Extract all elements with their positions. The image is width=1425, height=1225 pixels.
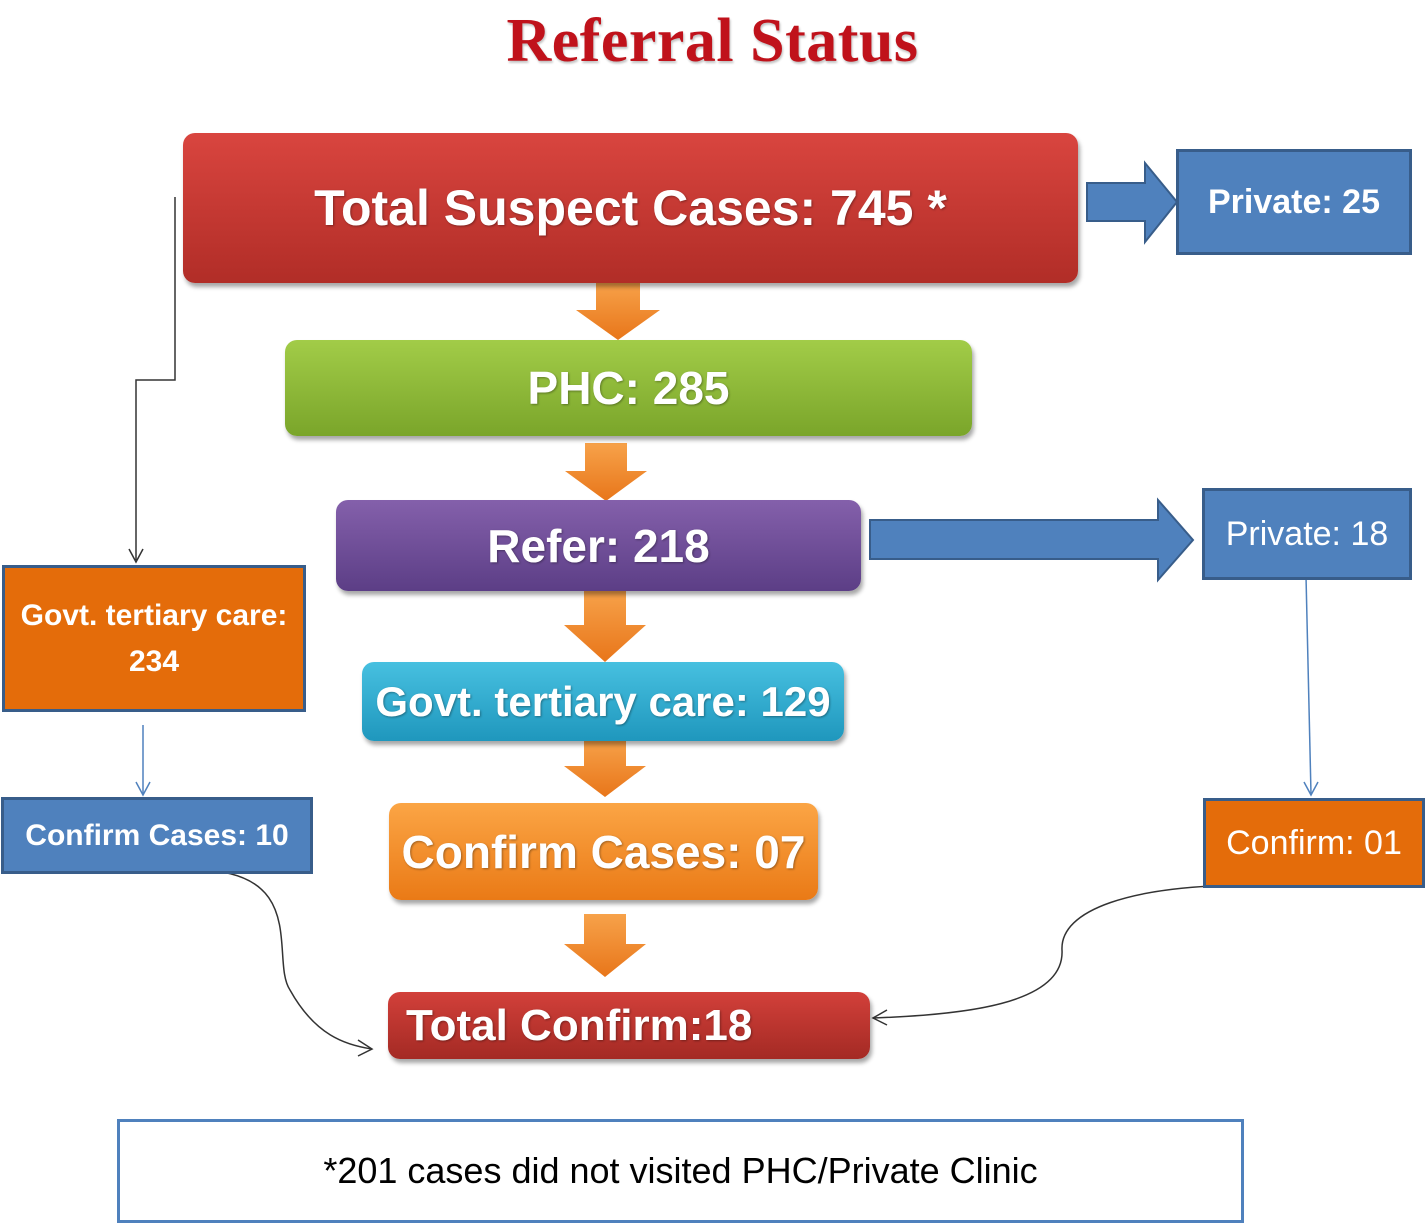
arrowhead-icon xyxy=(871,1009,888,1026)
confirm-cases-07-node: Confirm Cases: 07 xyxy=(389,803,818,900)
confirm-cases-07-label: Confirm Cases: 07 xyxy=(401,825,806,878)
footnote-text: *201 cases did not visited PHC/Private C… xyxy=(323,1150,1038,1191)
confirm-01-label: Confirm: 01 xyxy=(1226,823,1402,862)
footnote-box: *201 cases did not visited PHC/Private C… xyxy=(117,1119,1244,1223)
total-suspect-cases-label: Total Suspect Cases: 745 * xyxy=(314,180,947,236)
total-confirm-label: Total Confirm:18 xyxy=(406,1000,753,1050)
confirm-cases-10-node: Confirm Cases: 10 xyxy=(1,797,313,874)
phc-label: PHC: 285 xyxy=(527,362,730,414)
down-arrow-icon xyxy=(576,282,660,340)
private-18-label: Private: 18 xyxy=(1225,514,1389,553)
phc-node: PHC: 285 xyxy=(285,340,972,436)
arrowhead-icon xyxy=(128,548,144,564)
confirm-cases-10-label: Confirm Cases: 10 xyxy=(25,818,289,852)
confirm-01-node: Confirm: 01 xyxy=(1203,798,1425,888)
right-arrow-icon xyxy=(1086,160,1179,245)
connector-line xyxy=(1305,575,1312,795)
govt-tertiary-care-129-label: Govt. tertiary care: 129 xyxy=(375,677,831,725)
down-arrow-icon xyxy=(564,738,646,797)
govt-tertiary-care-234-label-line2: 234 xyxy=(128,644,180,678)
total-suspect-cases-node: Total Suspect Cases: 745 * xyxy=(183,133,1078,283)
govt-tertiary-care-234-node: Govt. tertiary care: 234 xyxy=(2,565,306,712)
right-arrow-icon xyxy=(869,497,1195,583)
refer-node: Refer: 218 xyxy=(336,500,861,591)
private-18-node: Private: 18 xyxy=(1202,488,1412,580)
down-arrow-icon xyxy=(565,443,647,501)
refer-label: Refer: 218 xyxy=(487,519,710,572)
total-confirm-node: Total Confirm:18 xyxy=(388,992,870,1059)
curved-connector xyxy=(872,884,1254,1019)
diagram-title: Referral Status xyxy=(506,7,919,75)
govt-tertiary-care-129-node: Govt. tertiary care: 129 xyxy=(362,662,844,741)
arrowhead-icon xyxy=(1303,781,1319,797)
arrowhead-icon xyxy=(357,1039,374,1057)
private-25-label: Private: 25 xyxy=(1208,182,1380,221)
down-arrow-icon xyxy=(564,590,646,662)
private-25-node: Private: 25 xyxy=(1176,149,1412,255)
arrowhead-icon xyxy=(135,781,151,797)
down-arrow-icon xyxy=(564,914,646,977)
connector-line xyxy=(135,197,176,560)
govt-tertiary-care-234-label-line1: Govt. tertiary care: xyxy=(20,598,288,632)
curved-connector xyxy=(194,869,373,1050)
